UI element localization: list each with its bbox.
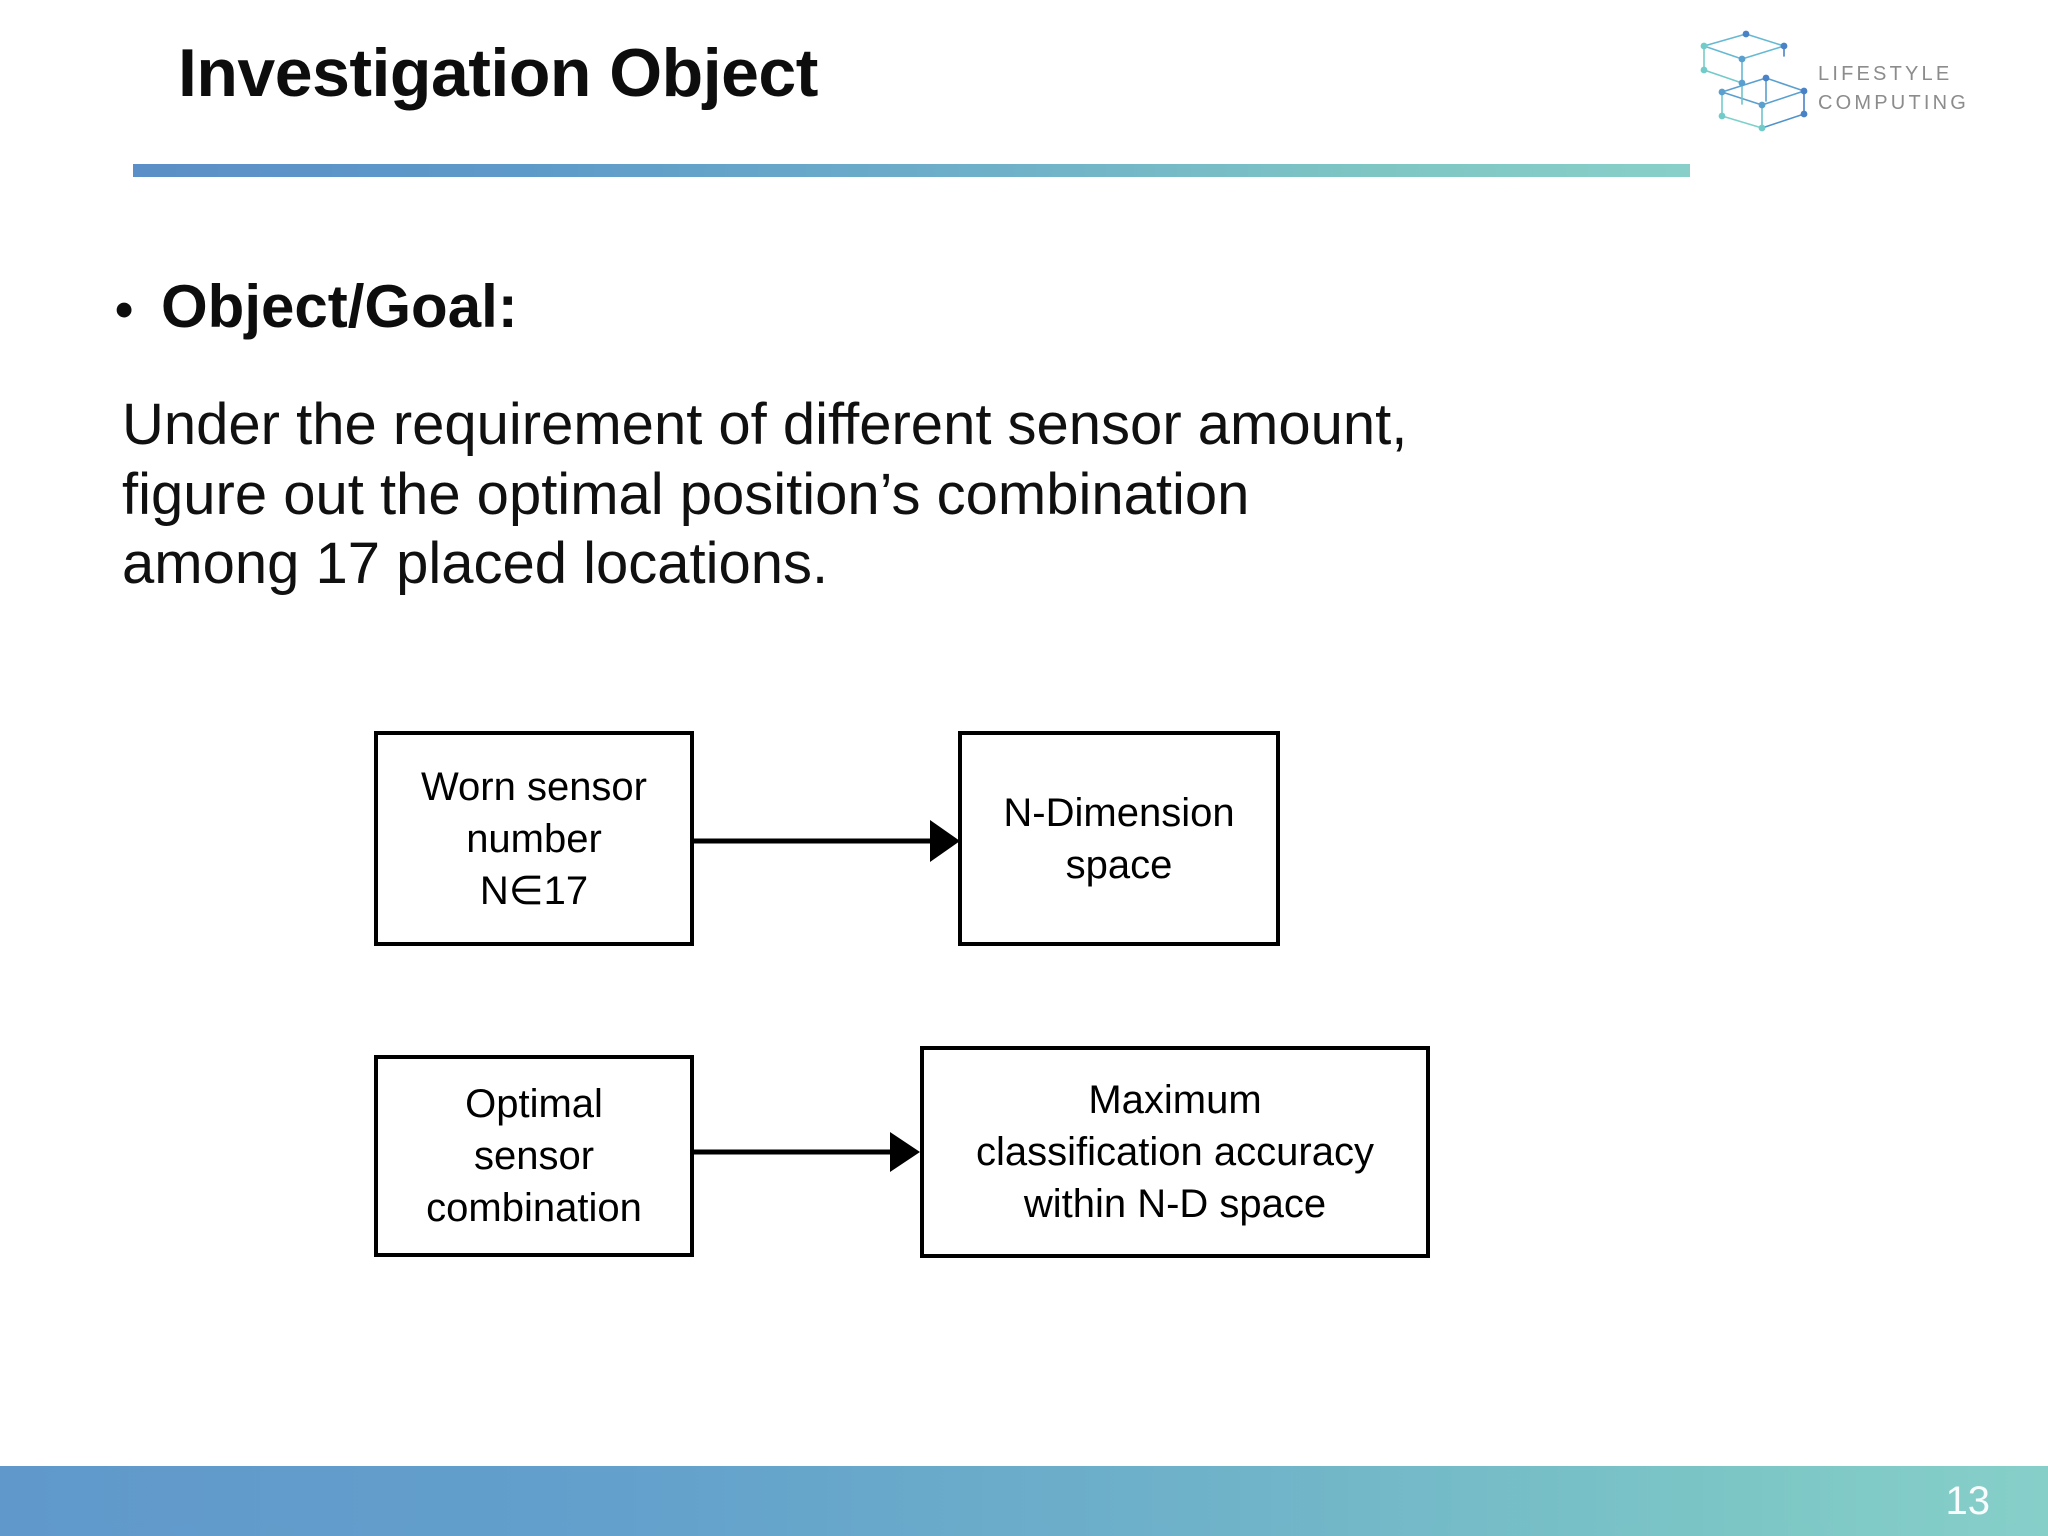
diagram-box-line: Maximum [1088, 1078, 1262, 1122]
diagram-box-line: combination [426, 1186, 642, 1230]
body-paragraph-line: Under the requirement of different senso… [122, 392, 1408, 457]
title-divider-rule [133, 164, 1690, 177]
diagram-box-line: N∈17 [479, 868, 589, 913]
lifestyle-computing-logo: LIFESTYLE COMPUTING [1700, 30, 1966, 140]
isometric-wireframe-blocks-icon [1700, 30, 1808, 132]
diagram-box-line: within N-D space [1023, 1182, 1327, 1226]
diagram-box-line: classification accuracy [976, 1130, 1374, 1174]
diagram-box-optimal-sensor-combination: Optimal sensor combination [374, 1055, 694, 1257]
diagram-box-line: Optimal [465, 1082, 603, 1126]
logo-wordmark-line2: COMPUTING [1818, 92, 1970, 114]
diagram-box-line: space [1065, 842, 1173, 887]
body-paragraph-line: figure out the optimal position’s combin… [122, 461, 1250, 527]
page-number: 13 [1945, 1479, 1991, 1523]
diagram-box-n-dimension-space: N-Dimension space [958, 731, 1280, 946]
footer-bar [0, 1466, 2048, 1536]
arrow-optimal-to-maximum-icon [694, 1132, 920, 1172]
bullet-marker-icon: • [115, 281, 134, 339]
page-title: Investigation Object [178, 35, 818, 111]
bullet-heading-label: Object/Goal: [161, 273, 518, 340]
diagram-box-line: sensor [473, 1134, 595, 1178]
body-paragraph-line: among 17 placed locations. [122, 531, 829, 597]
logo-wordmark: LIFESTYLE COMPUTING [1818, 60, 1969, 118]
diagram-box-maximum-classification-accuracy: Maximum classification accuracy within N… [920, 1046, 1430, 1258]
diagram-box-line: Worn sensor [420, 764, 647, 809]
diagram-box-line: number [466, 816, 602, 861]
body-paragraph: Under the requirement of different senso… [122, 390, 1922, 599]
logo-wordmark-line1: LIFESTYLE [1818, 63, 1953, 85]
diagram-box-worn-sensor-number: Worn sensor number N∈17 [374, 731, 694, 946]
diagram-box-line: N-Dimension [1003, 790, 1235, 835]
bullet-heading: • Object/Goal: [115, 272, 518, 341]
arrow-worn-to-ndim-icon [694, 820, 960, 862]
